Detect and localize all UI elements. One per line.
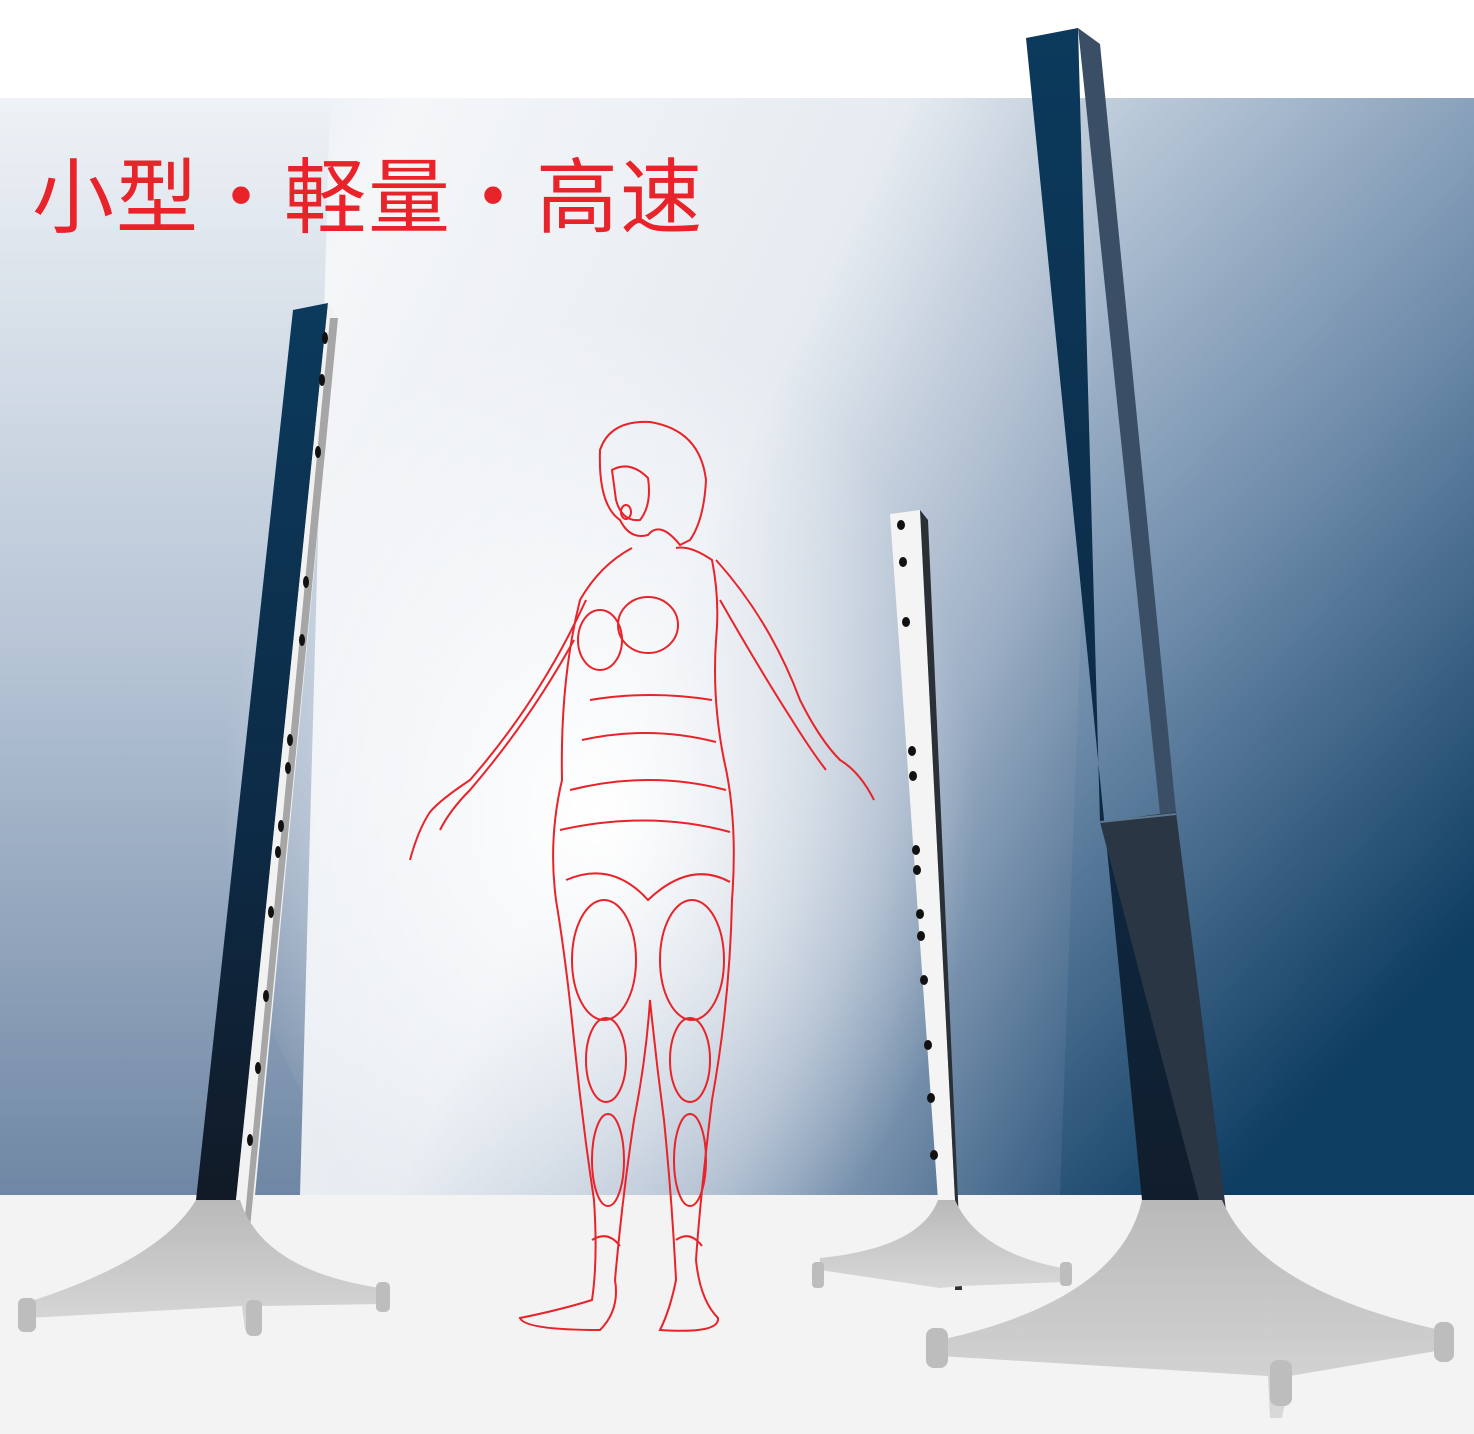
scanner-stand-right: [926, 1200, 1454, 1418]
scanner-pillar-middle: [812, 510, 1072, 1290]
sensor-dots-left: [247, 332, 328, 1146]
light-glow: [220, 200, 1060, 1320]
right-wall: [1060, 98, 1474, 1195]
scanner-stand-middle: [812, 1200, 1072, 1288]
scanner-stand-left: [18, 1200, 390, 1336]
sensor-dots-middle: [897, 520, 938, 1160]
headline-text: 小型・軽量・高速: [32, 151, 705, 246]
body-contour-figure: [409, 420, 875, 1332]
scanner-pillar-right: [926, 28, 1454, 1418]
scanner-pillar-left: [18, 303, 390, 1336]
